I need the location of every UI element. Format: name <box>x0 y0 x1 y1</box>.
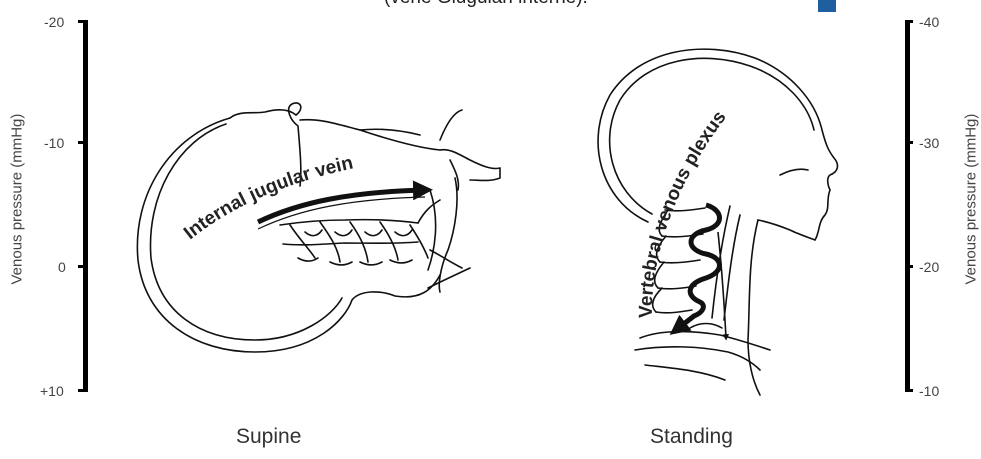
standing-label: Standing <box>650 425 733 449</box>
ijv-arrow <box>258 190 425 222</box>
supine-label: Supine <box>236 425 301 449</box>
